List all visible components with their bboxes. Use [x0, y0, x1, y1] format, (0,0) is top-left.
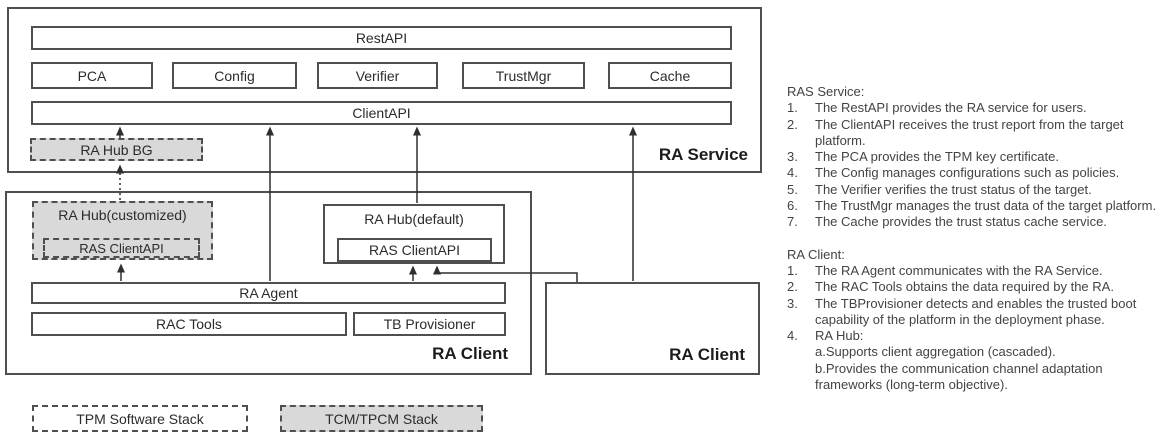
- note-text: RA Hub: a.Supports client aggregation (c…: [815, 328, 1103, 393]
- note-num: 6.: [787, 198, 798, 214]
- restapi-label: RestAPI: [355, 30, 408, 46]
- box-tb-provisioner: TB Provisioner: [353, 312, 506, 336]
- note-text: The PCA provides the TPM key certificate…: [815, 149, 1059, 165]
- ra-service-container: [7, 7, 762, 173]
- ra-client-left-group-label: RA Client: [432, 344, 508, 363]
- note-text: The ClientAPI receives the trust report …: [815, 116, 1124, 148]
- clientapi-label: ClientAPI: [352, 105, 411, 121]
- note-text: The Verifier verifies the trust status o…: [815, 181, 1092, 197]
- note-num: 1.: [787, 262, 798, 278]
- legend-tpm-software-stack: TPM Software Stack: [32, 405, 248, 432]
- notes-ra-client-title: RA Client:: [787, 246, 845, 262]
- legend-tcm-label: TCM/TPCM Stack: [325, 410, 438, 427]
- note-num: 4.: [787, 165, 798, 181]
- box-rac-tools: RAC Tools: [31, 312, 347, 336]
- trustmgr-label: TrustMgr: [495, 67, 552, 84]
- box-restapi: RestAPI: [31, 26, 732, 50]
- note-item: 1. The RestAPI provides the RA service f…: [787, 100, 1173, 116]
- legend-tpm-label: TPM Software Stack: [76, 410, 204, 427]
- note-item: 1. The RA Agent communicates with the RA…: [787, 263, 1173, 279]
- note-item: 3. The TBProvisioner detects and enables…: [787, 296, 1173, 329]
- box-trustmgr: TrustMgr: [462, 62, 585, 89]
- note-num: 2.: [787, 116, 798, 132]
- note-item: 4. RA Hub: a.Supports client aggregation…: [787, 328, 1173, 393]
- box-cache: Cache: [608, 62, 732, 89]
- ra-service-group-label: RA Service: [658, 145, 748, 164]
- tb-provisioner-label: TB Provisioner: [383, 316, 476, 332]
- box-pca: PCA: [31, 62, 153, 89]
- note-item: 7. The Cache provides the trust status c…: [787, 214, 1173, 230]
- note-num: 2.: [787, 279, 798, 295]
- rac-tools-label: RAC Tools: [156, 316, 222, 332]
- ra-agent-label: RA Agent: [239, 285, 298, 301]
- ra-client-left-container: [5, 191, 532, 375]
- config-label: Config: [214, 67, 255, 84]
- note-item: 3. The PCA provides the TPM key certific…: [787, 149, 1173, 165]
- ra-client-right-container: [545, 282, 760, 375]
- note-text: The Cache provides the trust status cach…: [815, 214, 1107, 230]
- ra-hub-bg-label: RA Hub BG: [80, 141, 153, 158]
- note-item: 2. The ClientAPI receives the trust repo…: [787, 117, 1173, 150]
- notes-ras-service-title: RAS Service:: [787, 84, 865, 99]
- notes-panel: RAS Service: 1. The RestAPI provides the…: [787, 84, 1173, 409]
- box-verifier: Verifier: [317, 62, 438, 89]
- ra-hub-customized-label: RA Hub(customized): [58, 207, 187, 223]
- note-text: The RestAPI provides the RA service for …: [815, 100, 1087, 116]
- box-ras-clientapi-customized: RAS ClientAPI: [43, 238, 200, 258]
- note-item: 2. The RAC Tools obtains the data requir…: [787, 279, 1173, 295]
- box-ra-hub-bg: RA Hub BG: [30, 138, 203, 161]
- note-text: The RAC Tools obtains the data required …: [815, 279, 1114, 295]
- ras-clientapi-customized-label: RAS ClientAPI: [79, 240, 164, 256]
- note-text: The TrustMgr manages the trust data of t…: [815, 198, 1157, 214]
- box-config: Config: [172, 62, 297, 89]
- verifier-label: Verifier: [355, 67, 400, 84]
- pca-label: PCA: [77, 67, 107, 84]
- note-item: 5. The Verifier verifies the trust statu…: [787, 182, 1173, 198]
- box-clientapi: ClientAPI: [31, 101, 732, 125]
- ra-client-right-group-label: RA Client: [669, 345, 745, 364]
- notes-ras-service: RAS Service: 1. The RestAPI provides the…: [787, 84, 1173, 231]
- note-text: The Config manages configurations such a…: [815, 165, 1120, 181]
- ras-clientapi-default-label: RAS ClientAPI: [368, 242, 461, 258]
- note-num: 3.: [787, 295, 798, 311]
- ra-hub-default-label: RA Hub(default): [364, 211, 464, 227]
- note-num: 3.: [787, 149, 798, 165]
- note-num: 1.: [787, 100, 798, 116]
- note-text: The TBProvisioner detects and enables th…: [815, 295, 1137, 327]
- note-text: The RA Agent communicates with the RA Se…: [815, 262, 1103, 278]
- notes-ra-client: RA Client: 1. The RA Agent communicates …: [787, 247, 1173, 394]
- note-num: 4.: [787, 328, 798, 344]
- box-ras-clientapi-default: RAS ClientAPI: [337, 238, 492, 262]
- cache-label: Cache: [649, 67, 691, 84]
- legend-tcm-tpcm-stack: TCM/TPCM Stack: [280, 405, 483, 432]
- note-item: 4. The Config manages configurations suc…: [787, 165, 1173, 181]
- box-ra-agent: RA Agent: [31, 282, 506, 304]
- note-item: 6. The TrustMgr manages the trust data o…: [787, 198, 1173, 214]
- note-num: 5.: [787, 181, 798, 197]
- note-num: 7.: [787, 214, 798, 230]
